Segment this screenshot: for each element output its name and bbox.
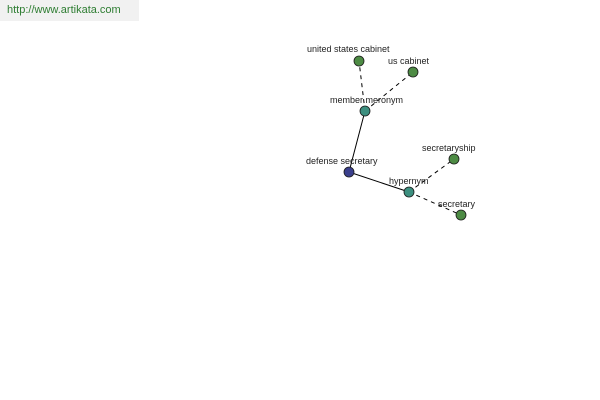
node-us-cabinet[interactable]	[407, 66, 419, 78]
label-united-states-cabinet: united states cabinet	[307, 44, 390, 54]
source-link[interactable]: http://www.artikata.com	[7, 4, 121, 16]
label-secretary: secretary	[438, 199, 476, 209]
graph-edges	[348, 60, 462, 216]
edge-hypernym-to-secretary	[408, 191, 462, 216]
node-secretaryship[interactable]	[448, 153, 460, 165]
source-bar: http://www.artikata.com	[0, 0, 139, 21]
node-defense-secretary[interactable]	[343, 166, 355, 178]
edge-defense-secretary-to-hypernym	[348, 171, 410, 193]
label-us-cabinet: us cabinet	[388, 56, 430, 66]
edge-member-meronym-to-united-states-cabinet	[358, 60, 366, 112]
label-member-meronym: member meronym	[330, 95, 403, 105]
label-hypernym: hypernym	[389, 176, 429, 186]
label-secretaryship: secretaryship	[422, 143, 476, 153]
node-united-states-cabinet[interactable]	[353, 55, 365, 67]
edge-member-meronym-to-us-cabinet	[364, 71, 414, 112]
graph-nodes	[343, 55, 467, 221]
node-secretary[interactable]	[455, 209, 467, 221]
graph-labels: defense secretary member meronym hypernym u…	[306, 44, 476, 209]
edge-hypernym-to-secretaryship	[408, 158, 455, 193]
node-member-meronym[interactable]	[359, 105, 371, 117]
edge-defense-secretary-to-member-meronym	[348, 110, 366, 173]
label-defense-secretary: defense secretary	[306, 156, 378, 166]
node-hypernym[interactable]	[403, 186, 415, 198]
